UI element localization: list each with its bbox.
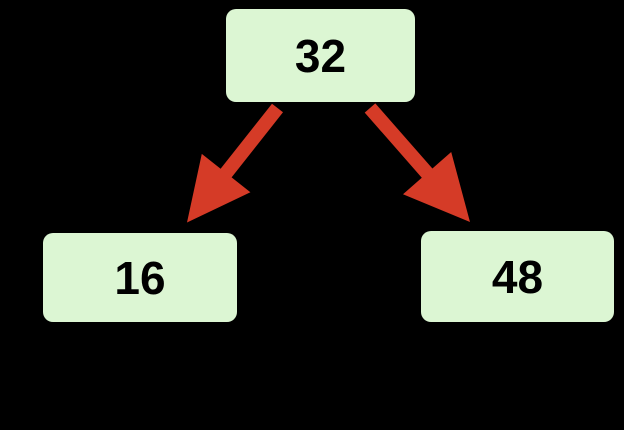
right-child-node-label: 48: [491, 250, 544, 303]
root-node-label: 32: [294, 29, 347, 82]
tree-node-root: 32: [226, 9, 415, 102]
tree-node-left-child: 16: [43, 233, 237, 322]
tree-node-right-child: 48: [421, 231, 614, 322]
left-child-node-label: 16: [114, 251, 166, 304]
arrow-down-right-icon: [364, 103, 470, 222]
arrow-down-left-icon: [187, 103, 283, 223]
